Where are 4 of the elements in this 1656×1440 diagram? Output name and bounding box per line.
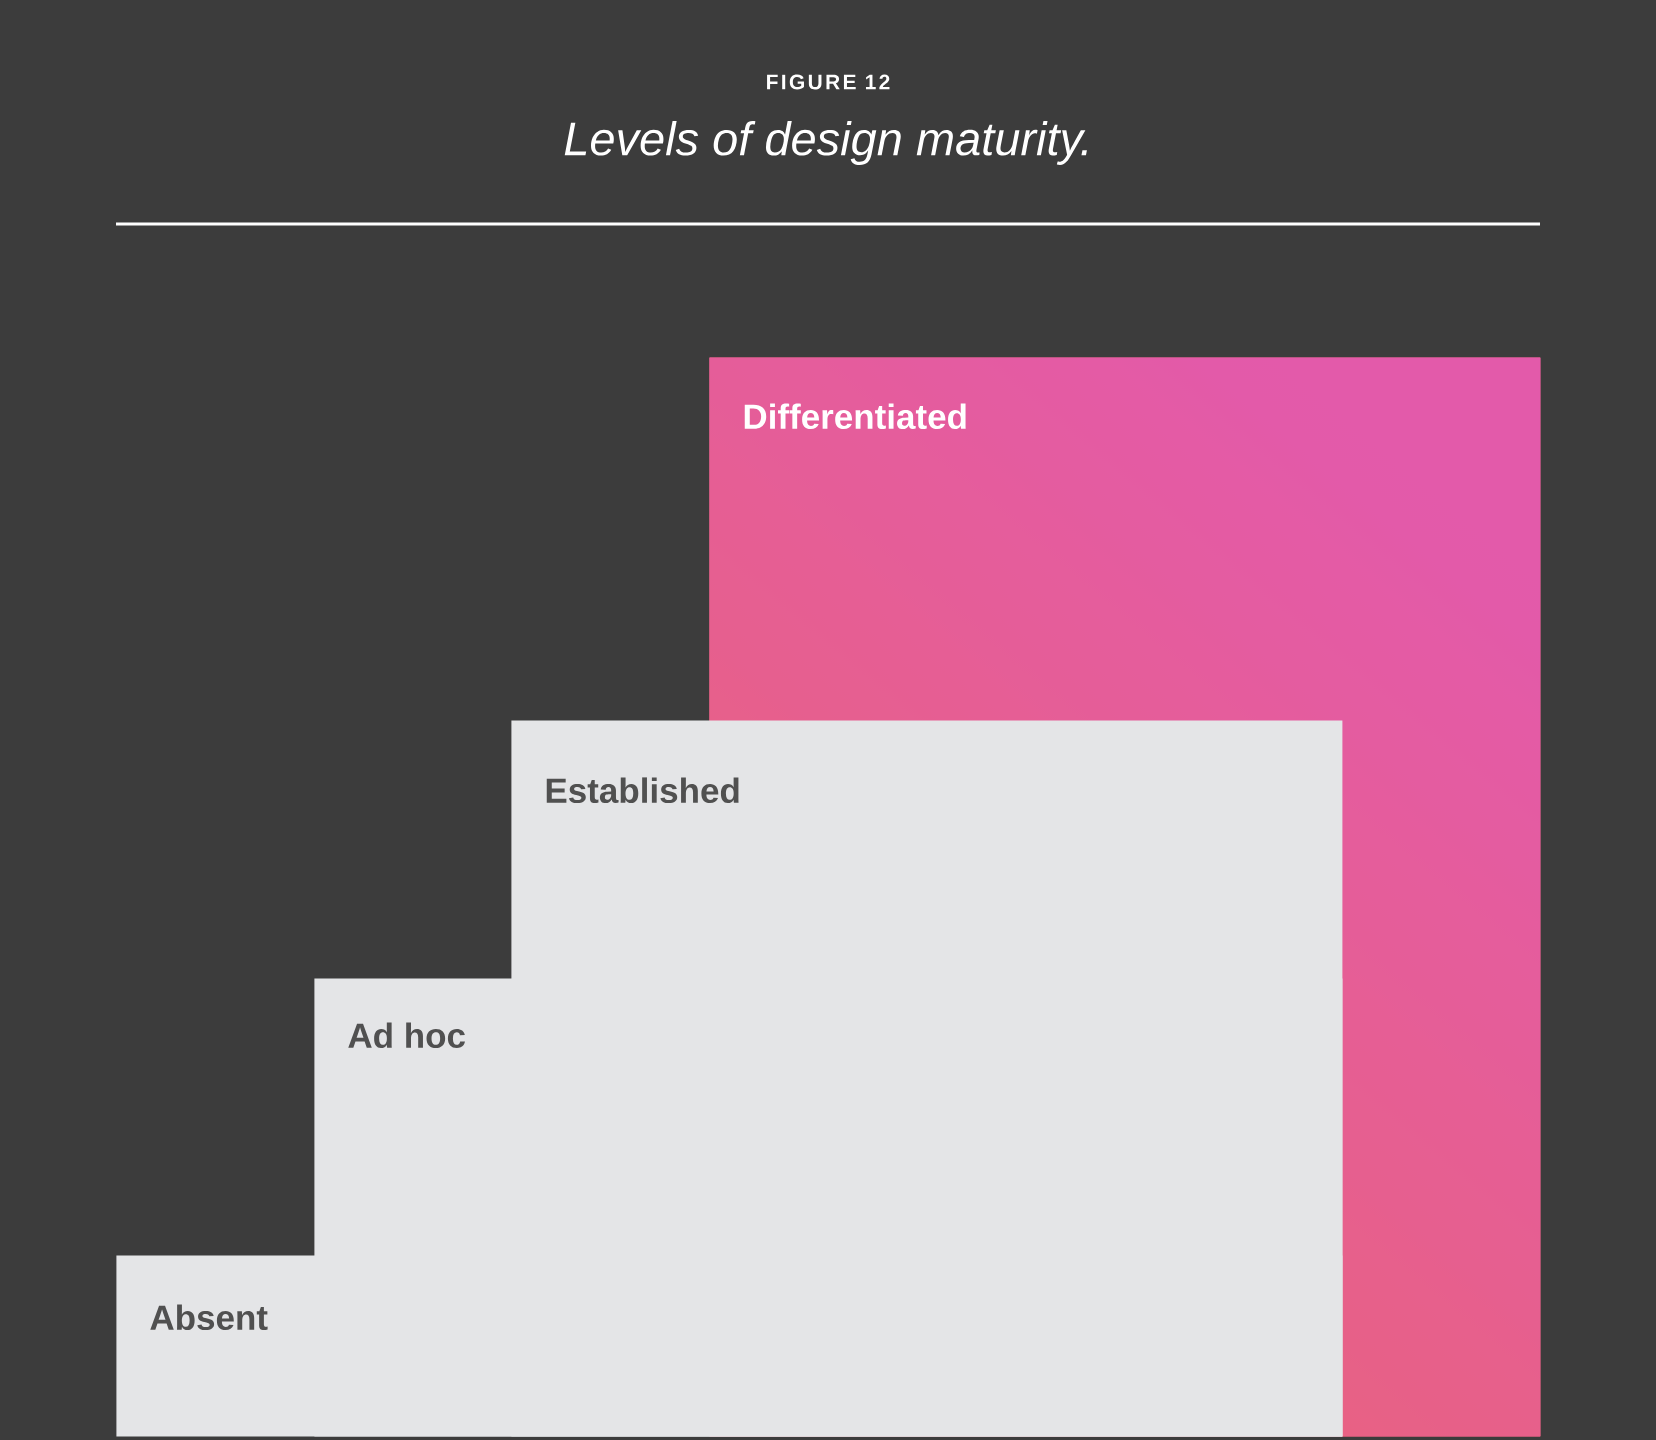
figure-number: FIGURE 12 (767, 74, 890, 90)
node-label: Ad hoc (348, 1022, 465, 1049)
title: Levels of design maturity. (564, 121, 1087, 165)
node-label: Absent (150, 1304, 268, 1331)
